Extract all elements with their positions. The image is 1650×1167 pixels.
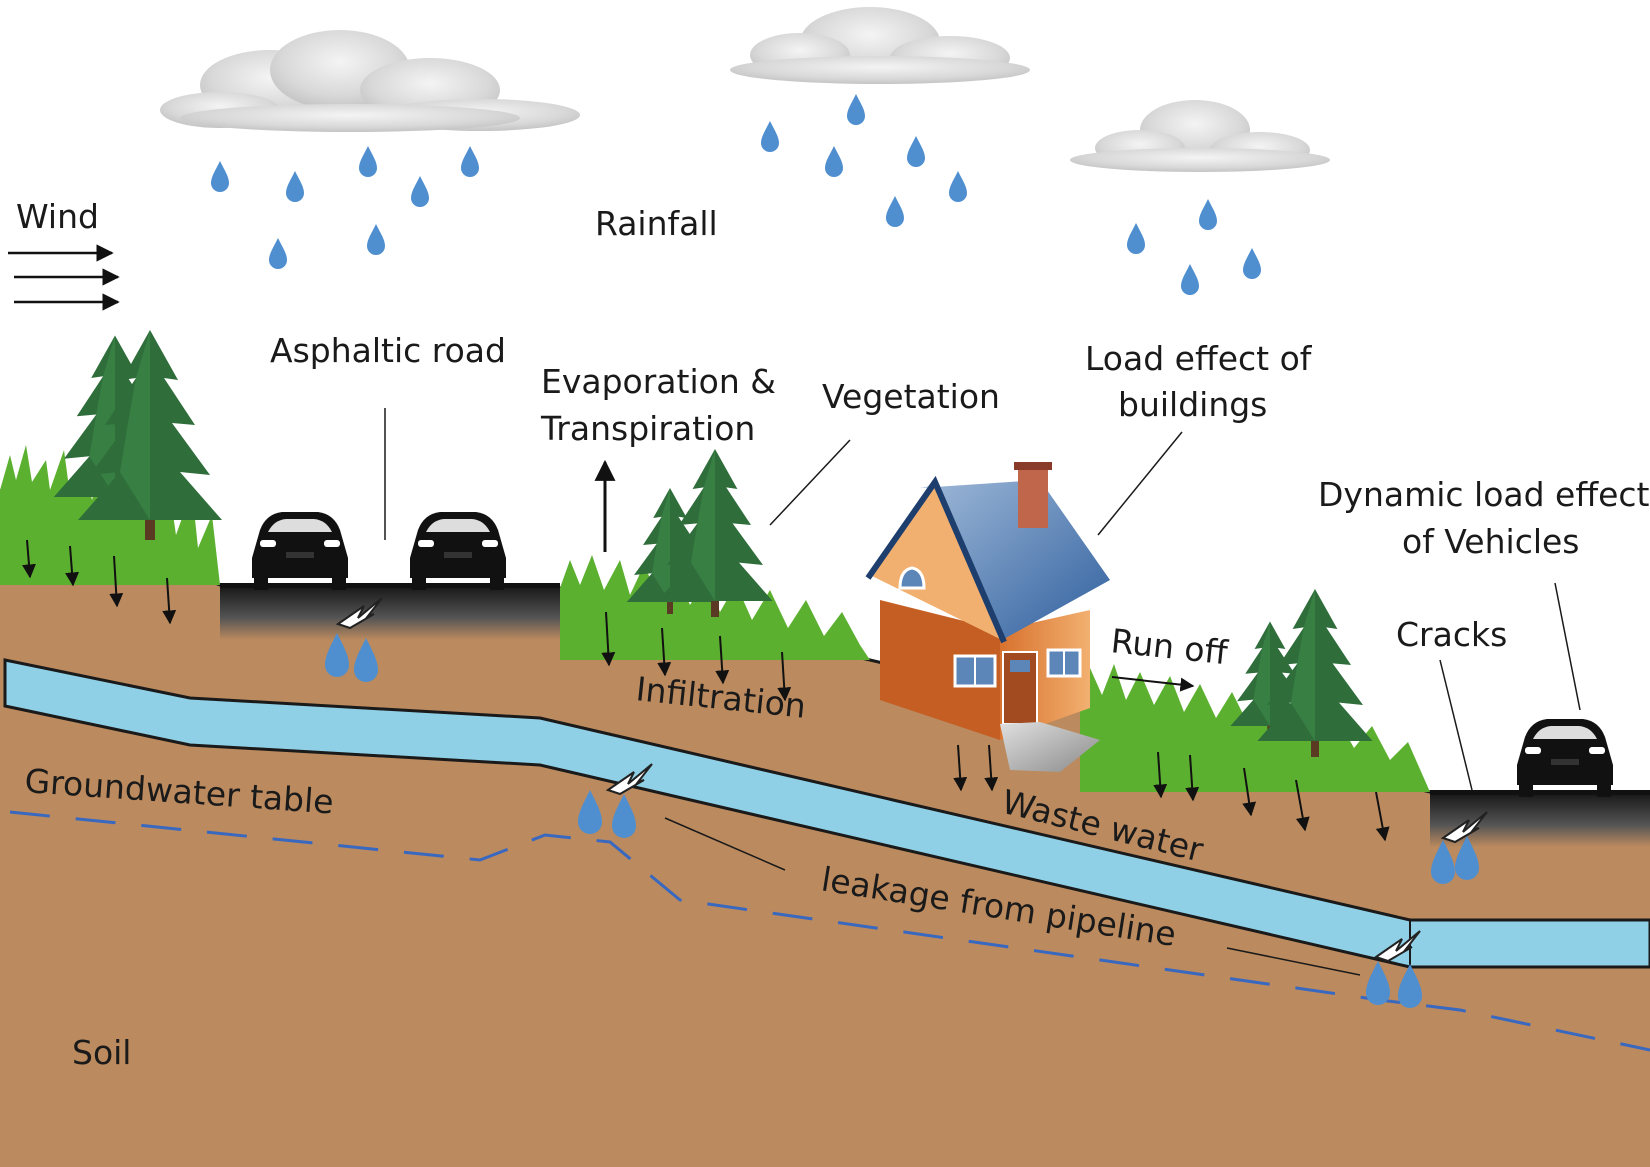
leader-lines bbox=[384, 408, 1581, 976]
pipeline bbox=[3, 658, 1650, 969]
car-right bbox=[1517, 719, 1613, 797]
rainfall-label: Rainfall bbox=[595, 204, 718, 243]
evaporation-label-line2: Transpiration bbox=[540, 409, 755, 448]
wind-arrows bbox=[8, 244, 120, 311]
road-surface-right bbox=[1430, 790, 1650, 795]
dynamic-load-label-line1: Dynamic load effect bbox=[1318, 475, 1650, 514]
wind-label: Wind bbox=[16, 197, 99, 236]
asphaltic-road-left bbox=[220, 585, 560, 640]
load-buildings-label-line1: Load effect of bbox=[1085, 339, 1313, 378]
asphaltic-road-right bbox=[1430, 792, 1650, 847]
cloud-middle bbox=[730, 7, 1030, 84]
cloud-left bbox=[160, 30, 580, 132]
groundwater-table-line bbox=[9, 810, 1650, 1052]
cloud-right bbox=[1070, 100, 1330, 172]
vegetation-label: Vegetation bbox=[822, 377, 1000, 416]
asphaltic-road-label: Asphaltic road bbox=[270, 331, 506, 370]
dynamic-load-label-line2: of Vehicles bbox=[1402, 522, 1580, 561]
house bbox=[865, 462, 1110, 772]
road-surface-left bbox=[220, 583, 560, 588]
run-off-arrow bbox=[1111, 676, 1195, 692]
soil-label: Soil bbox=[72, 1033, 131, 1072]
cracks-label: Cracks bbox=[1396, 615, 1507, 654]
car-left-1 bbox=[252, 512, 348, 590]
load-buildings-label-line2: buildings bbox=[1118, 385, 1267, 424]
run-off-label: Run off bbox=[1109, 621, 1230, 672]
evaporation-label-line1: Evaporation & bbox=[541, 362, 776, 401]
car-left-2 bbox=[410, 512, 506, 590]
infiltration-arrows bbox=[22, 539, 1390, 842]
